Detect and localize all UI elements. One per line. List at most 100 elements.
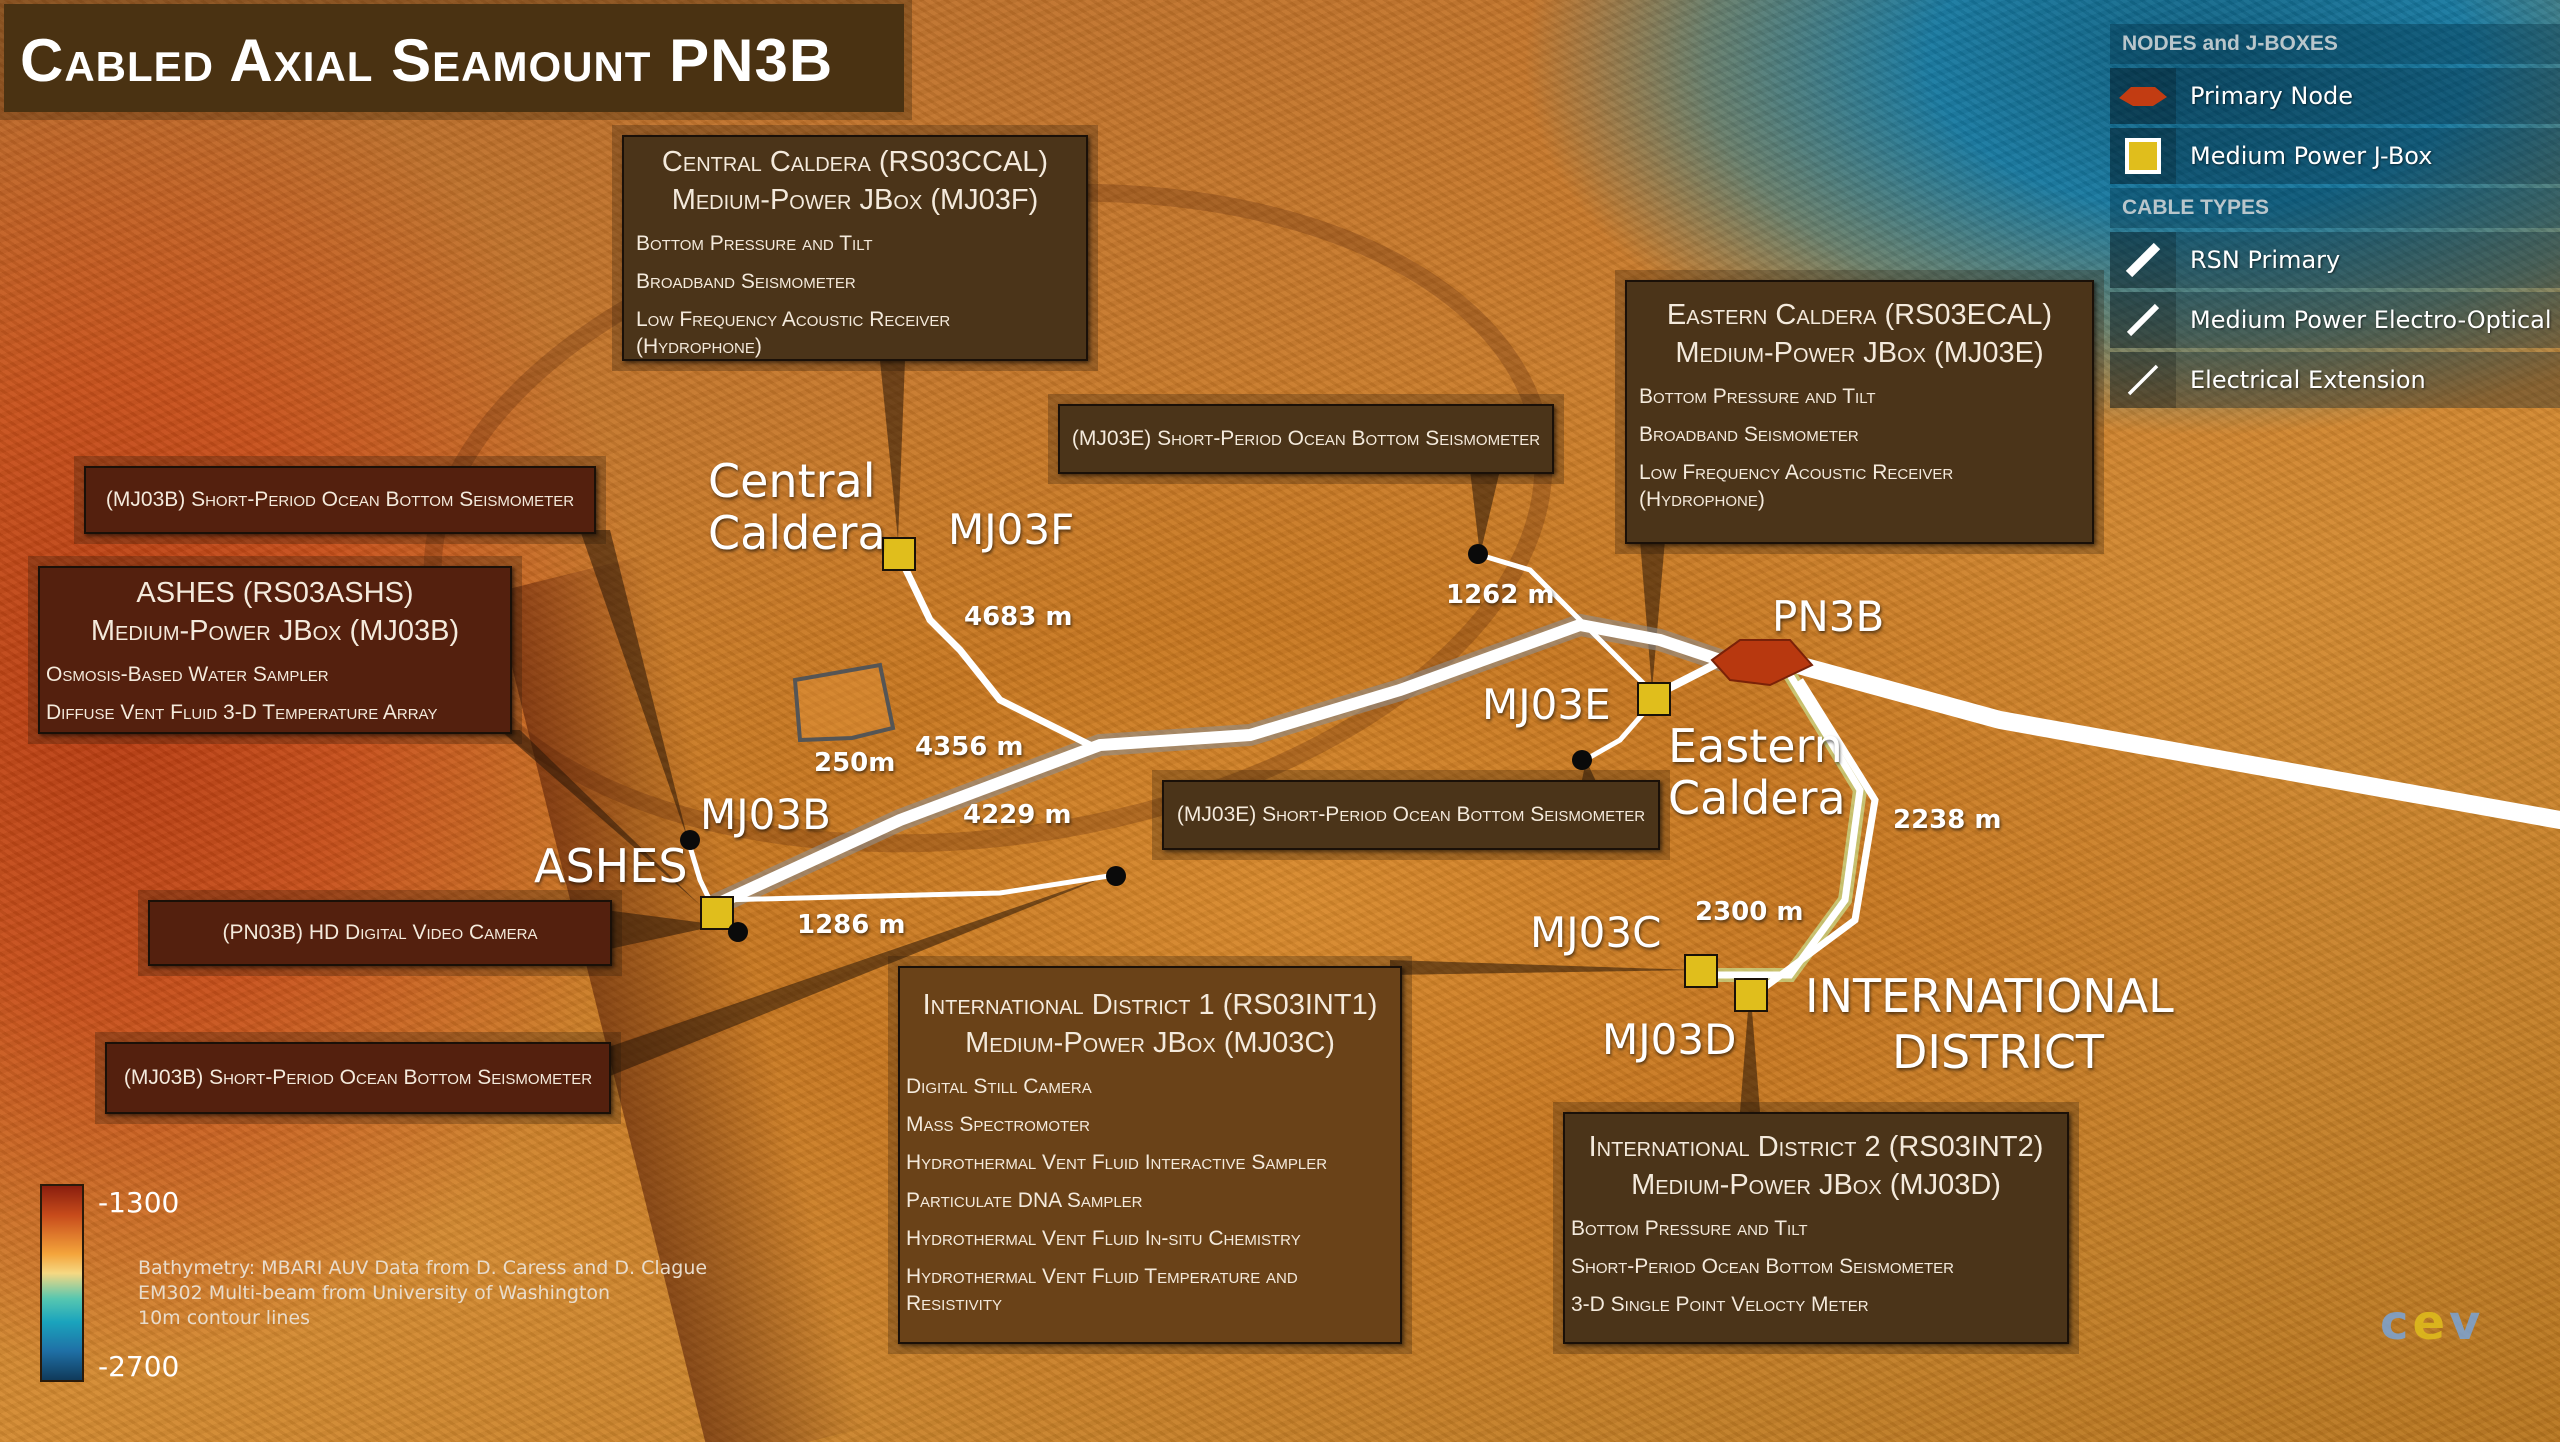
callout-mj03e-obs-bottom: (MJ03E) Short-Period Ocean Bottom Seismo…	[1162, 780, 1660, 850]
leader-central	[880, 360, 905, 540]
jbox-title: Medium-Power JBox (MJ03C)	[965, 1027, 1335, 1059]
legend-item-rsn-primary: RSN Primary	[2110, 232, 2560, 288]
jbox-mj03e[interactable]	[1637, 682, 1671, 716]
distance-4229: 4229 m	[963, 800, 1072, 830]
legend-item-primary-node: Primary Node	[2110, 68, 2560, 124]
legend-label: Electrical Extension	[2190, 366, 2426, 394]
callout-text: (MJ03E) Short-Period Ocean Bottom Seismo…	[1176, 803, 1646, 826]
rsn-primary-cable-icon	[2125, 242, 2161, 278]
instrument-item: Diffuse Vent Fluid 3-D Temperature Array	[46, 701, 438, 724]
label-mj03f: MJ03F	[948, 505, 1075, 554]
site-box-eastern-caldera: Eastern Caldera (RS03ECAL) Medium-Power …	[1625, 280, 2094, 544]
site-title: International District 1 (RS03INT1)	[922, 989, 1378, 1021]
instrument-item: Particulate DNA Sampler	[906, 1189, 1143, 1212]
cable-mj03c	[1700, 673, 1864, 979]
distance-2300: 2300 m	[1695, 897, 1804, 927]
instrument-item: Bottom Pressure and Tilt	[636, 232, 873, 255]
leader-mj03b-obs-top	[580, 530, 688, 840]
site-box-international-district-1: International District 1 (RS03INT1) Medi…	[898, 966, 1402, 1344]
site-box-ashes: ASHES (RS03ASHS) Medium-Power JBox (MJ03…	[38, 566, 512, 734]
depth-color-scale	[40, 1184, 84, 1382]
label-mj03c: MJ03C	[1530, 908, 1662, 957]
jbox-icon	[2125, 138, 2161, 174]
legend-item-medium-power: Medium Power Electro-Optical	[2110, 292, 2560, 348]
depth-scale-bottom: -2700	[98, 1350, 180, 1383]
instrument-dot-camera[interactable]	[728, 922, 748, 942]
site-title: International District 2 (RS03INT2)	[1588, 1131, 2044, 1163]
legend-label: Medium Power Electro-Optical	[2190, 306, 2552, 334]
jbox-mj03c[interactable]	[1684, 954, 1718, 988]
label-mj03e: MJ03E	[1482, 680, 1611, 729]
callout-text: (MJ03B) Short-Period Ocean Bottom Seismo…	[105, 488, 575, 511]
leader-mj03b-obs-bottom	[600, 875, 1110, 1080]
jbox-title: Medium-Power JBox (MJ03E)	[1675, 337, 2044, 369]
medium-power-cable-icon	[2126, 303, 2160, 337]
survey-area-250m	[792, 662, 896, 743]
legend-label: RSN Primary	[2190, 246, 2341, 274]
jbox-title: Medium-Power JBox (MJ03F)	[671, 184, 1039, 216]
callout-mj03b-obs-bottom: (MJ03B) Short-Period Ocean Bottom Seismo…	[105, 1042, 611, 1114]
distance-4356: 4356 m	[915, 732, 1024, 762]
legend-label: Primary Node	[2190, 82, 2354, 110]
instrument-dot-mj03b-obs-bottom[interactable]	[1106, 866, 1126, 886]
instrument-dot-mj03b-obs-top[interactable]	[680, 830, 700, 850]
credit-line: Bathymetry: MBARI AUV Data from D. Cares…	[138, 1257, 708, 1279]
instrument-dot-mj03e-obs-top[interactable]	[1468, 544, 1488, 564]
jbox-mj03b[interactable]	[700, 896, 734, 930]
legend-nodes-heading: NODES and J-BOXES	[2110, 24, 2560, 64]
instrument-item: 3-D Single Point Velocty Meter	[1571, 1293, 1869, 1316]
site-box-international-district-2: International District 2 (RS03INT2) Medi…	[1563, 1112, 2069, 1344]
site-title: ASHES (RS03ASHS)	[136, 577, 414, 609]
instrument-item: Digital Still Camera	[906, 1075, 1092, 1098]
jbox-mj03f[interactable]	[882, 537, 916, 571]
label-district: DISTRICT	[1892, 1025, 2105, 1079]
instrument-item: Broadband Seismometer	[1639, 423, 1859, 446]
callout-text: (MJ03B) Short-Period Ocean Bottom Seismo…	[123, 1066, 593, 1089]
electrical-extension-cable-icon	[2127, 364, 2159, 396]
primary-node-pn3b	[1710, 639, 1814, 687]
leader-camera	[605, 910, 720, 950]
title-bar: Cabled Axial Seamount PN3B	[4, 4, 904, 112]
callout-mj03e-obs-top: (MJ03E) Short-Period Ocean Bottom Seismo…	[1058, 404, 1554, 474]
instrument-item: Low Frequency Acoustic Receiver (Hydroph…	[1639, 461, 1954, 511]
instrument-item: Short-Period Ocean Bottom Seismometer	[1571, 1255, 1954, 1278]
label-ashes: ASHES	[534, 839, 688, 893]
label-mj03b: MJ03B	[700, 790, 831, 839]
label-mj03d: MJ03D	[1602, 1015, 1737, 1064]
cable-mj03f	[894, 551, 1092, 749]
legend-item-electrical-extension: Electrical Extension	[2110, 352, 2560, 408]
instrument-item: Hydrothermal Vent Fluid Interactive Samp…	[906, 1151, 1328, 1174]
page-title: Cabled Axial Seamount PN3B	[20, 27, 834, 94]
site-title: Eastern Caldera (RS03ECAL)	[1666, 299, 2053, 331]
distance-2238: 2238 m	[1893, 805, 2002, 835]
leader-intl2	[1740, 985, 1760, 1112]
distance-1286: 1286 m	[797, 910, 906, 940]
callout-text: (MJ03E) Short-Period Ocean Bottom Seismo…	[1071, 427, 1541, 450]
label-international: INTERNATIONAL	[1805, 969, 2174, 1023]
instrument-item: Hydrothermal Vent Fluid In-situ Chemistr…	[906, 1227, 1301, 1250]
leader-ashes	[500, 730, 700, 905]
data-credits: Bathymetry: MBARI AUV Data from D. Cares…	[138, 1256, 707, 1331]
legend-label: Medium Power J-Box	[2190, 142, 2433, 170]
jbox-mj03d[interactable]	[1734, 978, 1768, 1012]
extension-mj03e-obs-top	[1479, 552, 1652, 692]
callout-text: (PN03B) HD Digital Video Camera	[222, 921, 538, 944]
leader-intl1	[1390, 960, 1695, 975]
legend-item-jbox: Medium Power J-Box	[2110, 128, 2560, 184]
instrument-item: Mass Spectromoter	[906, 1113, 1091, 1136]
distance-250: 250m	[814, 748, 896, 778]
instrument-item: Broadband Seismometer	[636, 270, 856, 293]
depth-scale-top: -1300	[98, 1186, 180, 1219]
instrument-item: Bottom Pressure and Tilt	[1639, 385, 1876, 408]
instrument-item: Low Frequency Acoustic Receiver (Hydroph…	[636, 308, 951, 358]
distance-4683: 4683 m	[964, 602, 1073, 632]
instrument-item: Bottom Pressure and Tilt	[1571, 1217, 1808, 1240]
instrument-dot-mj03e-obs-bottom[interactable]	[1572, 750, 1592, 770]
cable-mj03e	[1663, 658, 1722, 694]
rsn-primary-cable	[1771, 651, 2560, 829]
jbox-title: Medium-Power JBox (MJ03B)	[90, 615, 460, 647]
leader-mj03e-obs-top	[1470, 470, 1500, 555]
